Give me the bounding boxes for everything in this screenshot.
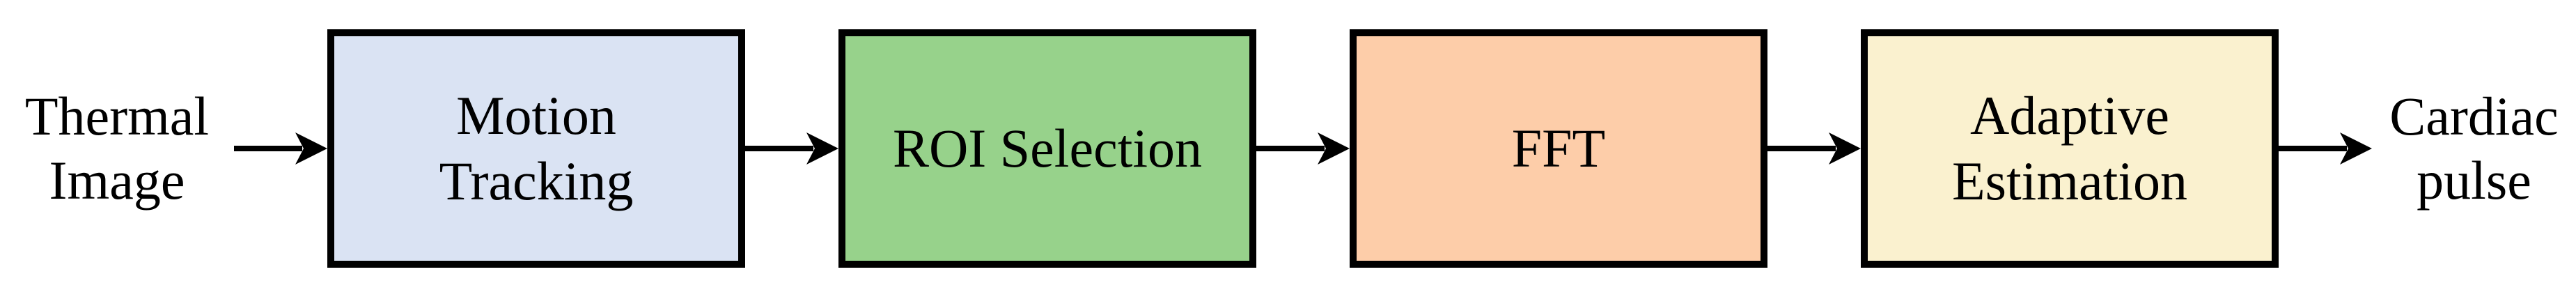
- arrow-adaptive-estimation-to-output: [2279, 127, 2372, 170]
- arrow-roi-selection-to-fft: [1256, 127, 1350, 170]
- box-fft: FFT: [1350, 29, 1767, 268]
- right-arrow-icon: [745, 132, 838, 165]
- right-arrow-icon: [1256, 132, 1350, 165]
- box-adaptive-estimation-label: Adaptive Estimation: [1952, 85, 2187, 211]
- right-arrow-icon: [2279, 132, 2372, 165]
- right-arrow-icon: [1767, 132, 1861, 165]
- output-label: Cardiac pulse: [2389, 85, 2559, 211]
- arrow-fft-to-adaptive-estimation: [1767, 127, 1861, 170]
- box-motion-tracking: Motion Tracking: [327, 29, 745, 268]
- box-roi-selection-label: ROI Selection: [892, 118, 1203, 179]
- box-adaptive-estimation: Adaptive Estimation: [1861, 29, 2279, 268]
- arrow-input-to-motion-tracking: [234, 127, 327, 170]
- box-motion-tracking-label: Motion Tracking: [439, 85, 634, 211]
- right-arrow-icon: [234, 132, 327, 165]
- box-fft-label: FFT: [1511, 118, 1606, 179]
- input-label: Thermal Image: [24, 85, 210, 211]
- arrow-motion-tracking-to-roi-selection: [745, 127, 838, 170]
- box-roi-selection: ROI Selection: [838, 29, 1256, 268]
